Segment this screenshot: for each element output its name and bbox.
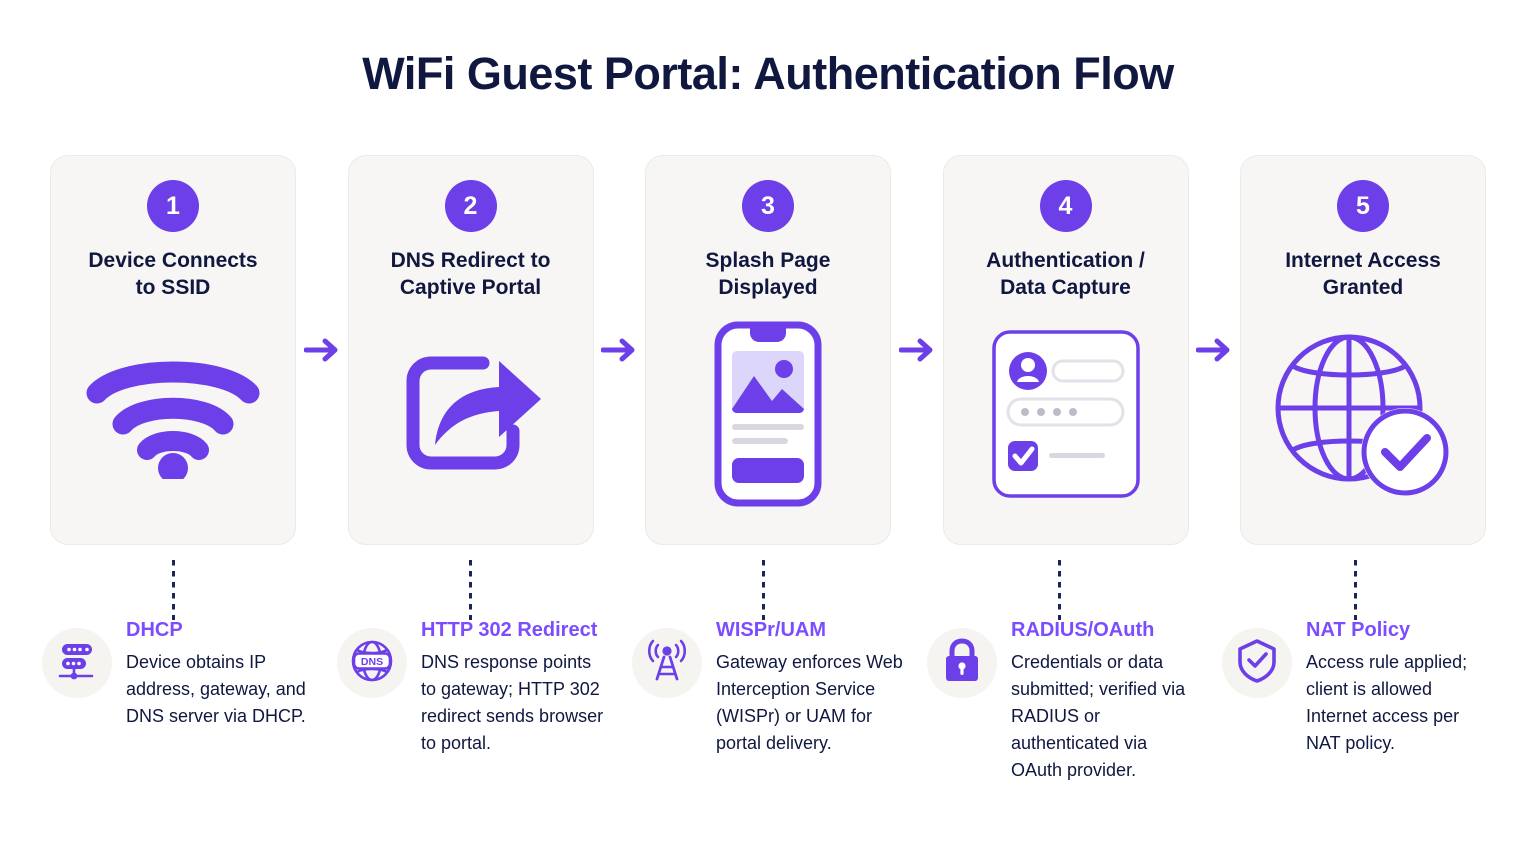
- step-badge-3: 3: [742, 180, 794, 232]
- step-badge-2: 2: [444, 180, 497, 232]
- step-badge-4: 4: [1039, 180, 1092, 232]
- arrow-right-icon: [898, 337, 935, 363]
- detail-item-radius-oauth[interactable]: RADIUS/OAuth Credentials or data submitt…: [927, 618, 1222, 784]
- connector-1: [172, 560, 175, 620]
- step-card-3[interactable]: 3 Splash Page Displayed: [645, 155, 891, 545]
- detail-text-2: HTTP 302 Redirect DNS response points to…: [421, 618, 632, 757]
- step-card-5[interactable]: 5 Internet Access Granted: [1240, 155, 1486, 545]
- detail-text-4: RADIUS/OAuth Credentials or data submitt…: [1011, 618, 1222, 784]
- globe-check-icon: [1273, 330, 1453, 503]
- step-art-2: [349, 302, 593, 544]
- detail-item-nat-policy[interactable]: NAT Policy Access rule applied; client i…: [1222, 618, 1517, 757]
- step-card-1[interactable]: 1 Device Connects to SSID: [50, 155, 296, 545]
- detail-body-4: Credentials or data submitted; verified …: [1011, 652, 1186, 780]
- arrow-right-icon: [601, 337, 637, 363]
- detail-body-5: Access rule applied; client is allowed I…: [1306, 652, 1468, 753]
- detail-item-dhcp[interactable]: DHCP Device obtains IP address, gateway,…: [42, 618, 337, 730]
- detail-icon-wrap-4: [927, 628, 997, 698]
- detail-icon-wrap-3: [632, 628, 702, 698]
- arrow-right-icon: [303, 337, 340, 363]
- server-network-icon: [55, 639, 99, 688]
- connector-3: [762, 560, 765, 620]
- step-art-5: [1241, 302, 1485, 544]
- detail-icon-wrap-1: [42, 628, 112, 698]
- detail-title-4: RADIUS/OAuth: [1011, 619, 1155, 641]
- detail-text-3: WISPr/UAM Gateway enforces Web Intercept…: [716, 618, 927, 757]
- arrow-right-icon: [1196, 337, 1232, 363]
- smartphone-splash-icon: [714, 321, 822, 512]
- details-row: DHCP Device obtains IP address, gateway,…: [42, 618, 1502, 784]
- connector-4: [1058, 560, 1061, 620]
- step-title-4: Authentication / Data Capture: [986, 249, 1145, 299]
- flow-arrow-1: [296, 155, 348, 545]
- detail-item-wispr-uam[interactable]: WISPr/UAM Gateway enforces Web Intercept…: [632, 618, 927, 757]
- detail-icon-wrap-5: [1222, 628, 1292, 698]
- connector-5: [1354, 560, 1357, 620]
- detail-title-1: DHCP: [126, 619, 183, 641]
- detail-item-http-302-redirect[interactable]: DNS HTTP 302 Redirect DNS response point…: [337, 618, 632, 757]
- step-title-5: Internet Access Granted: [1285, 249, 1441, 299]
- step-art-3: [646, 302, 890, 544]
- detail-body-1: Device obtains IP address, gateway, and …: [126, 652, 306, 726]
- step-badge-5: 5: [1337, 180, 1389, 232]
- step-art-1: [51, 302, 295, 544]
- step-badge-1: 1: [147, 180, 199, 232]
- step-title-2: DNS Redirect to Captive Portal: [390, 249, 551, 299]
- detail-text-1: DHCP Device obtains IP address, gateway,…: [126, 618, 337, 730]
- detail-body-3: Gateway enforces Web Interception Servic…: [716, 652, 903, 753]
- flow-arrow-3: [891, 155, 943, 545]
- step-title-1: Device Connects to SSID: [88, 249, 258, 299]
- connector-2: [469, 560, 472, 620]
- detail-title-2: HTTP 302 Redirect: [421, 619, 598, 641]
- dns-icon-label: DNS: [361, 655, 383, 667]
- detail-body-2: DNS response points to gateway; HTTP 302…: [421, 652, 604, 753]
- shield-check-icon: [1235, 638, 1279, 689]
- step-title-3: Splash Page Displayed: [705, 249, 831, 299]
- connector-lines: [50, 560, 1486, 620]
- page-title: WiFi Guest Portal: Authentication Flow: [362, 48, 1174, 99]
- login-form-icon: [991, 329, 1141, 504]
- flow-arrow-2: [594, 155, 646, 545]
- dns-globe-icon: DNS: [349, 638, 395, 689]
- flow-arrow-4: [1189, 155, 1241, 545]
- step-art-4: [944, 302, 1188, 544]
- detail-text-5: NAT Policy Access rule applied; client i…: [1306, 618, 1517, 757]
- wifi-icon: [85, 349, 261, 484]
- external-redirect-icon: [395, 347, 547, 486]
- detail-icon-wrap-2: DNS: [337, 628, 407, 698]
- broadcast-tower-icon: [644, 638, 690, 689]
- step-card-4[interactable]: 4 Authentication / Data Capture: [942, 155, 1189, 545]
- detail-title-3: WISPr/UAM: [716, 619, 826, 641]
- steps-row: 1 Device Connects to SSID: [50, 155, 1486, 545]
- step-card-2[interactable]: 2 DNS Redirect to Captive Portal: [347, 155, 594, 545]
- detail-title-5: NAT Policy: [1306, 619, 1411, 641]
- padlock-icon: [941, 637, 983, 689]
